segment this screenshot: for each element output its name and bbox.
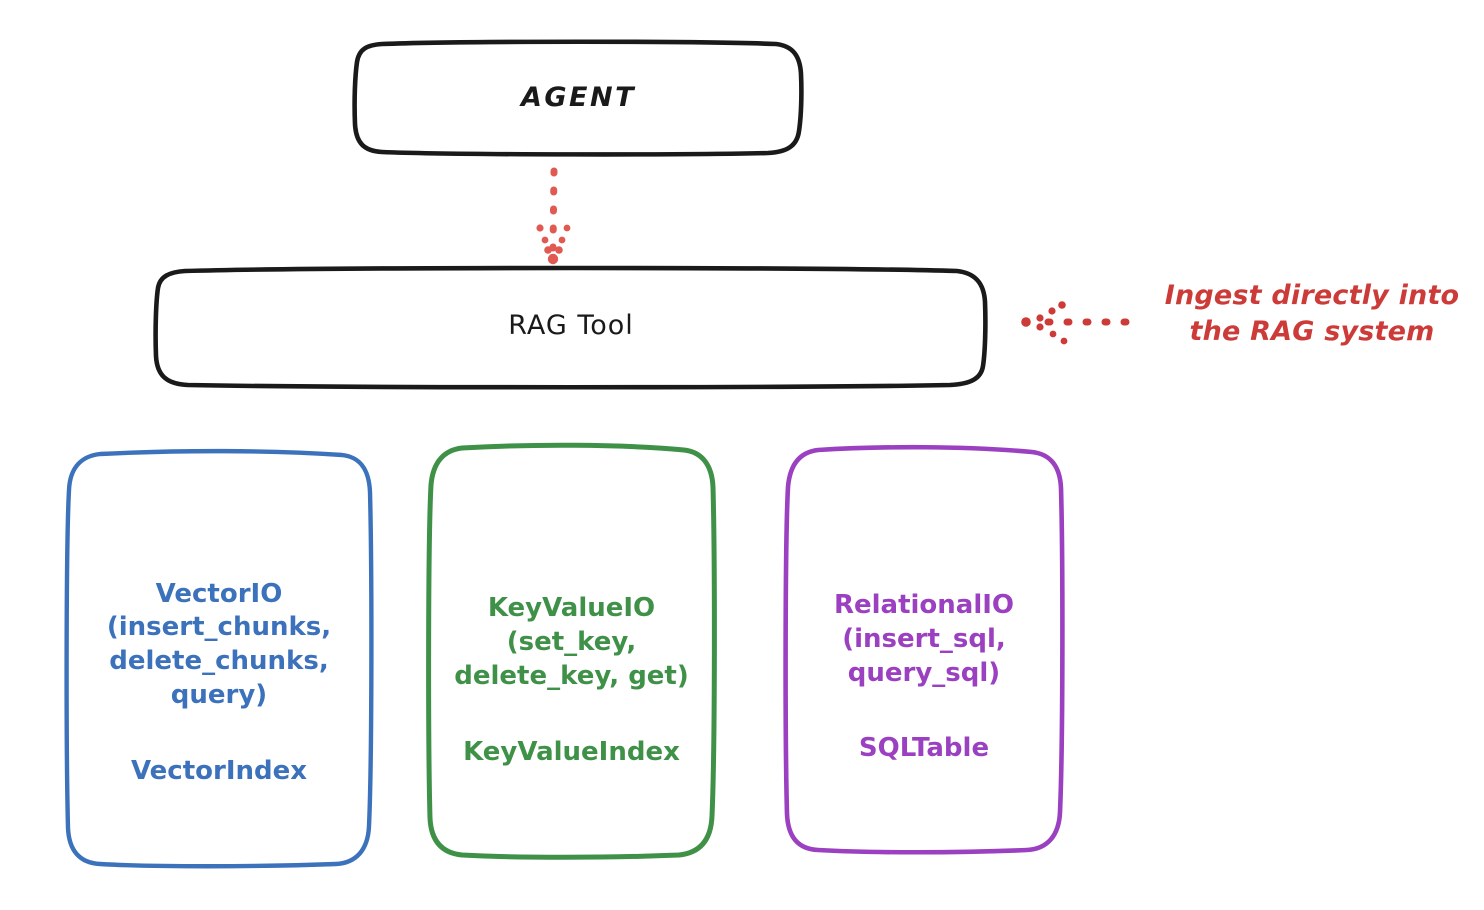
key-value-index-label: KeyValueIndex bbox=[463, 736, 680, 767]
key-value-io-node[interactable]: KeyValueIO (set_key, delete_key, get) Ke… bbox=[430, 446, 713, 856]
relational-io-box-outline bbox=[783, 444, 1065, 855]
rag-tool-node[interactable]: RAG Tool bbox=[156, 268, 986, 385]
agent-node[interactable]: AGENT bbox=[355, 42, 802, 154]
relational-io-node[interactable]: RelationalIO (insert_sql, query_sql) SQL… bbox=[787, 448, 1061, 851]
vector-io-node[interactable]: VectorIO (insert_chunks, delete_chunks, … bbox=[68, 452, 370, 866]
key-value-io-api-label: KeyValueIO (set_key, delete_key, get) bbox=[454, 593, 689, 691]
agent-to-ragtool-arrow bbox=[536, 167, 571, 265]
rag-tool-node-label: RAG Tool bbox=[508, 310, 634, 342]
key-value-io-box-outline bbox=[426, 442, 717, 860]
agent-box-outline bbox=[352, 39, 804, 157]
relational-io-api-label: RelationalIO (insert_sql, query_sql) bbox=[833, 589, 1015, 688]
ingest-to-ragtool-arrow bbox=[1021, 301, 1137, 345]
ingest-annotation-text: Ingest directly into the RAG system bbox=[1164, 280, 1460, 347]
vector-io-api-label: VectorIO (insert_chunks, delete_chunks, … bbox=[106, 578, 332, 710]
rag-tool-box-outline bbox=[153, 265, 988, 390]
vector-index-label: VectorIndex bbox=[130, 755, 308, 786]
sql-table-label: SQLTable bbox=[858, 733, 990, 764]
vector-io-box-outline bbox=[64, 448, 374, 869]
agent-node-label: AGENT bbox=[520, 81, 636, 113]
